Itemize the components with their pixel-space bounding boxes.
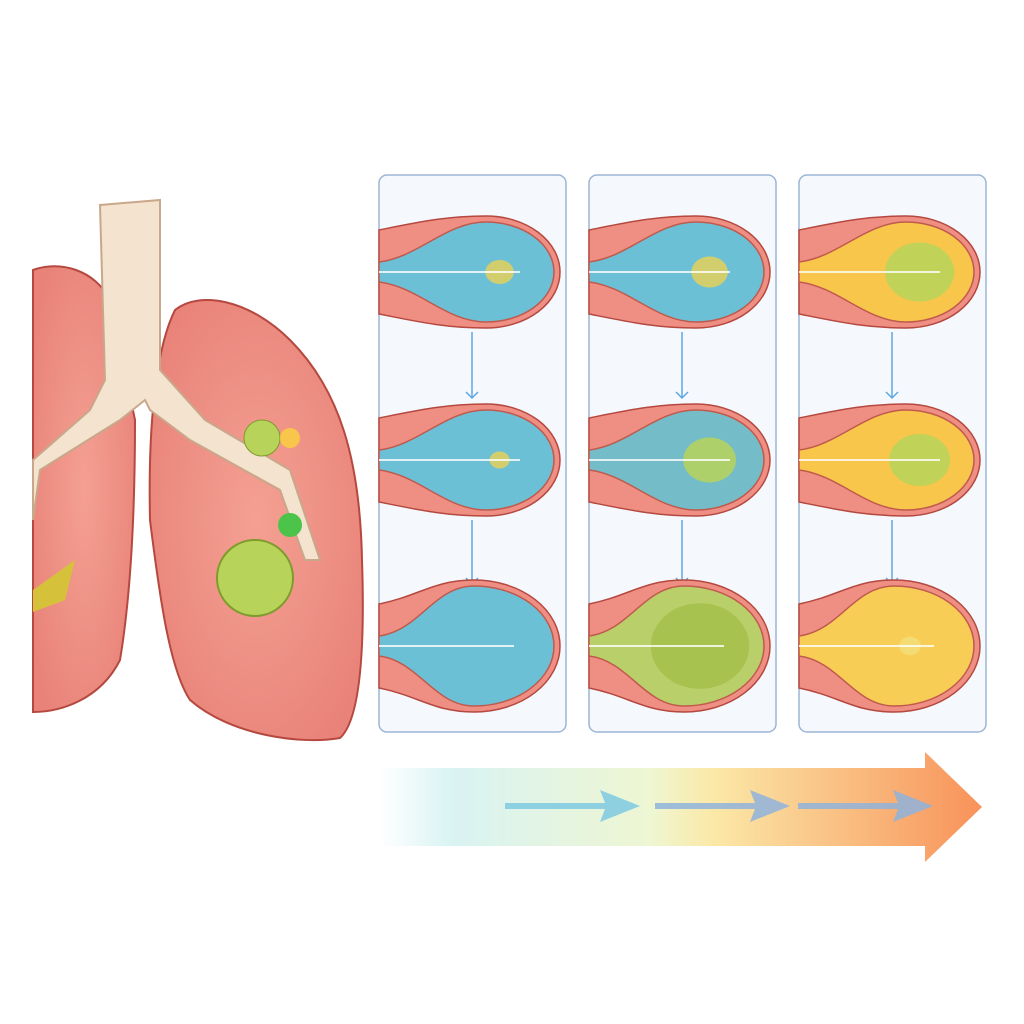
alveolus-stage [588,215,771,400]
alveolus-stage [378,579,561,713]
down-arrow-icon [675,332,689,400]
alveolus-stage [798,215,981,400]
right-lung [148,299,364,742]
alveolus-stage [378,215,561,400]
alveolus-stage [378,403,561,586]
alveolus-stage [588,403,771,586]
trachea [32,198,322,561]
lungs-illustration [32,198,364,742]
alveolus-stage [588,579,771,713]
small-arrow-icon [655,790,790,822]
progression-arrow [380,752,982,862]
stage-panel [588,174,777,733]
alveolus-stage [798,403,981,586]
stage-panel [378,174,567,733]
stage-panels [378,174,987,733]
stage-panel [798,174,987,733]
infection-nodules [33,419,302,617]
small-arrow-icon [798,790,933,822]
alveolus-stage [798,579,981,713]
down-arrow-icon [885,332,899,400]
small-arrow-icon [505,790,640,822]
down-arrow-icon [465,332,479,400]
